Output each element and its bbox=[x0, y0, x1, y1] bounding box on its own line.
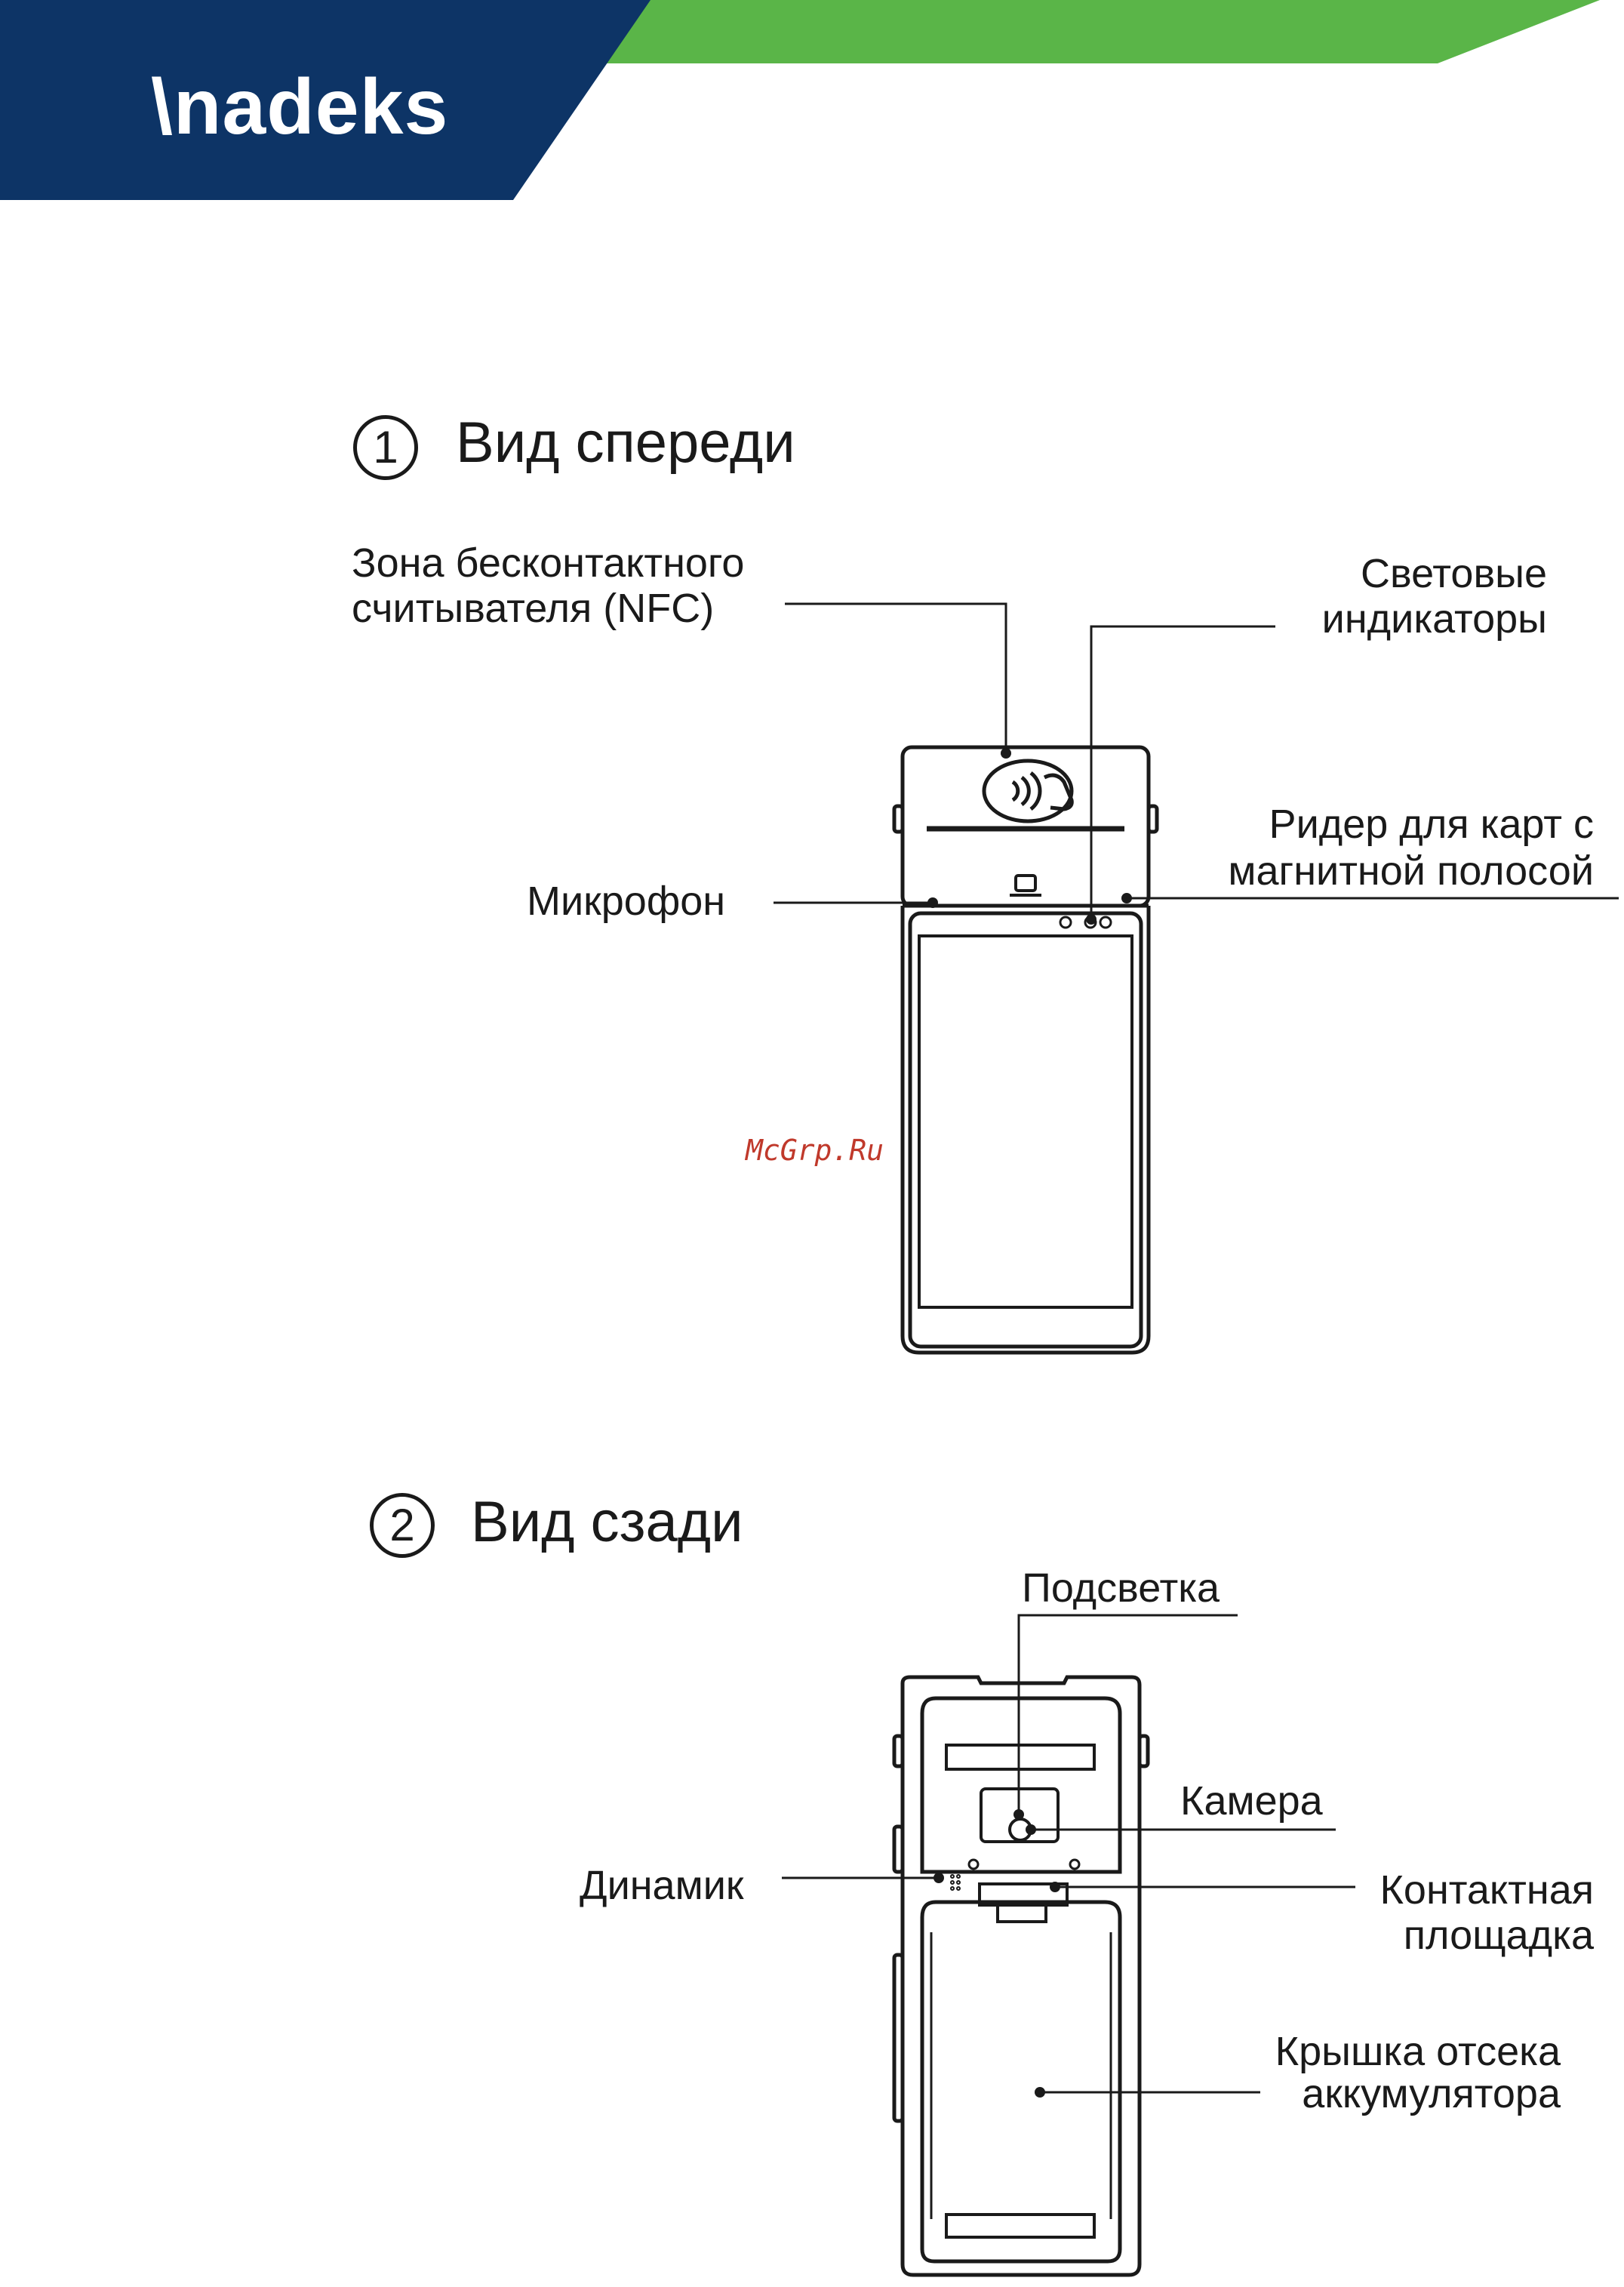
rear-device-body bbox=[894, 1677, 1148, 2275]
rear-callouts bbox=[782, 1615, 1355, 2092]
rear-callout-dots bbox=[933, 1809, 1060, 2098]
rear-speaker-grille bbox=[951, 1875, 960, 1890]
